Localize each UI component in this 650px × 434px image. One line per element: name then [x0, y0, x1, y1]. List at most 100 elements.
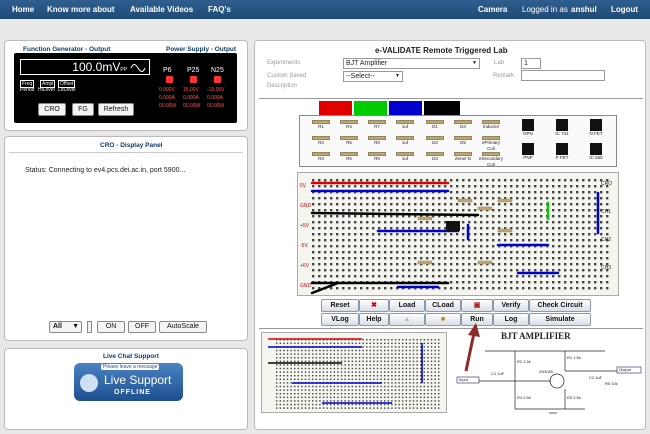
palette-component[interactable]: Inductor: [478, 119, 504, 134]
breadboard-hole: [528, 239, 531, 242]
custom-saved-select[interactable]: --Select--▼: [343, 71, 403, 82]
palette-component[interactable]: 1uf: [392, 151, 418, 166]
breadboard-hole: [376, 371, 379, 373]
ps-n25-terminal[interactable]: [214, 76, 221, 83]
run-button[interactable]: Run: [461, 313, 493, 326]
check-circuit-button[interactable]: Check Circuit: [529, 299, 591, 312]
wire-color-red[interactable]: [319, 101, 352, 115]
breadboard-hole: [315, 375, 318, 377]
palette-component[interactable]: ePrimary Coil: [478, 135, 504, 151]
breadboard-hole: [408, 179, 411, 182]
breadboard-hole: [420, 215, 423, 218]
palette-component[interactable]: 1uf: [392, 135, 418, 150]
palette-component[interactable]: R8: [364, 135, 390, 150]
breadboard-hole: [438, 239, 441, 242]
palette-component[interactable]: D5: [450, 135, 476, 150]
breadboard-hole: [394, 389, 397, 391]
ampl-label[interactable]: Ampl: [40, 80, 56, 88]
palette-ic[interactable]: NPN: [514, 119, 542, 141]
reset-button[interactable]: Reset: [321, 299, 359, 312]
fg-button[interactable]: FG: [72, 103, 94, 116]
save-icon[interactable]: ▣: [461, 299, 493, 312]
breadboard-hole: [372, 227, 375, 230]
load-button[interactable]: Load: [389, 299, 425, 312]
nav-camera[interactable]: Camera: [478, 5, 508, 14]
breadboard-hole: [378, 203, 381, 206]
breadboard-hole: [358, 385, 361, 388]
breadboard-hole: [297, 364, 300, 366]
breadboard-hole: [315, 407, 318, 409]
ps-p6-terminal[interactable]: [166, 76, 173, 83]
off-button[interactable]: OFF: [128, 321, 156, 333]
palette-ic[interactable]: IC 741: [548, 119, 576, 141]
breadboard-hole: [330, 357, 332, 359]
component-icon: [454, 152, 472, 156]
offset-label[interactable]: Offset: [58, 80, 76, 88]
palette-component[interactable]: R9: [364, 151, 390, 166]
autoscale-button[interactable]: AutoScale: [159, 321, 207, 333]
channel-select[interactable]: All▼: [49, 321, 82, 333]
cload-button[interactable]: CLoad: [425, 299, 461, 312]
breadboard-hole: [430, 378, 433, 381]
simulate-button[interactable]: Simulate: [529, 313, 591, 326]
lab-input[interactable]: 1: [521, 58, 541, 69]
breadboard-hole: [606, 209, 609, 212]
breadboard-hole: [405, 378, 408, 381]
ps-p25-terminal[interactable]: [190, 76, 197, 83]
palette-component[interactable]: R5: [336, 135, 362, 150]
palette-component[interactable]: R6: [336, 151, 362, 166]
wire-color-black[interactable]: [424, 101, 460, 115]
log-button[interactable]: Log: [493, 313, 529, 326]
breadboard-hole: [366, 367, 368, 370]
palette-component[interactable]: R1: [308, 119, 334, 134]
vlog-button[interactable]: VLog: [321, 313, 359, 326]
breadboard-hole: [434, 403, 436, 406]
palette-component[interactable]: 1uf: [392, 119, 418, 134]
breadboard-hole: [600, 179, 603, 182]
help-button[interactable]: Help: [359, 313, 389, 326]
remark-input[interactable]: [521, 70, 605, 81]
nav-videos[interactable]: Available Videos: [130, 5, 194, 14]
on-button[interactable]: ON: [97, 321, 125, 333]
palette-ic[interactable]: PNP: [514, 143, 542, 165]
palette-component[interactable]: Zener D: [450, 151, 476, 166]
freq-label[interactable]: Freq: [20, 80, 35, 88]
unlock-icon[interactable]: ■: [425, 313, 461, 326]
top-navigation: Home Know more about Available Videos FA…: [0, 0, 650, 19]
breadboard-hole: [312, 251, 315, 254]
nav-know-more[interactable]: Know more about: [47, 5, 115, 14]
experiment-select[interactable]: BJT Amplifier▼: [343, 58, 480, 69]
palette-component[interactable]: R4: [336, 119, 362, 134]
palette-component[interactable]: D4: [450, 119, 476, 134]
palette-component[interactable]: D2: [422, 135, 448, 150]
palette-ic[interactable]: N FET: [582, 119, 610, 141]
nav-logout[interactable]: Logout: [611, 5, 639, 14]
palette-component[interactable]: eSecondary Coil: [478, 151, 504, 167]
cro-button[interactable]: CRO: [38, 103, 66, 116]
delete-icon[interactable]: ✖: [359, 299, 389, 312]
verify-button[interactable]: Verify: [493, 299, 529, 312]
live-support-button[interactable]: Please leave a message Live Support OFFL…: [74, 363, 183, 401]
palette-component[interactable]: D3: [422, 151, 448, 166]
breadboard-hole: [600, 239, 603, 242]
palette-component[interactable]: R3: [308, 151, 334, 166]
nav-faq[interactable]: FAQ's: [208, 5, 231, 14]
breadboard-hole: [279, 367, 282, 370]
palette-ic[interactable]: P FET: [548, 143, 576, 165]
palette-component[interactable]: D1: [422, 119, 448, 134]
nav-home[interactable]: Home: [12, 5, 35, 14]
channel-slider[interactable]: [87, 321, 92, 333]
palette-component[interactable]: R2: [308, 135, 334, 150]
breadboard-hole: [390, 215, 393, 218]
breadboard-hole: [522, 269, 525, 272]
wire-color-green[interactable]: [354, 101, 387, 115]
breadboard-hole: [376, 396, 379, 399]
wire-color-blue[interactable]: [389, 101, 422, 115]
refresh-button[interactable]: Refresh: [98, 103, 134, 116]
breadboard-hole: [283, 400, 285, 402]
palette-component[interactable]: R7: [364, 119, 390, 134]
breadboard-hole: [326, 403, 328, 406]
palette-ic[interactable]: IC 555: [582, 143, 610, 165]
lock-icon[interactable]: ▲: [389, 313, 425, 326]
